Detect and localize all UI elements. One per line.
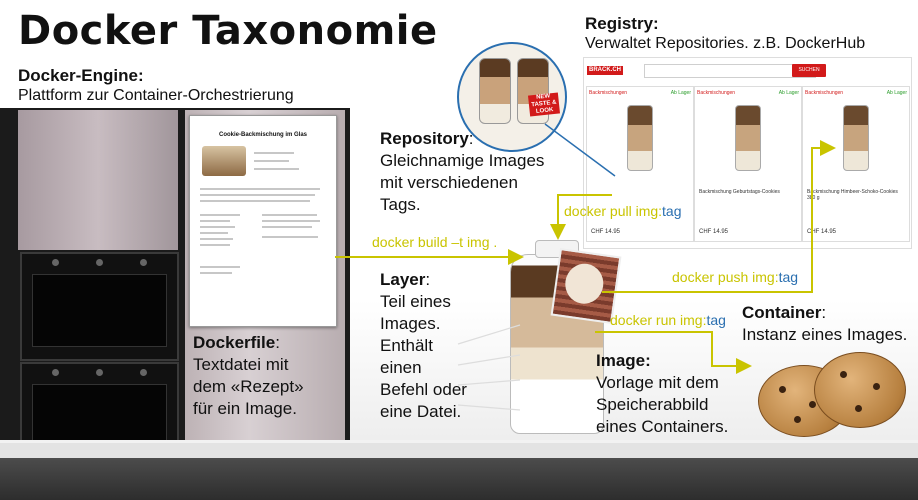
run-arrow [595,331,752,374]
layer-label: Layer: Teil eines Images. Enthält einen … [380,270,467,421]
cmd-build: docker build –t img . [372,234,498,250]
cmd-pull: docker pull img:tag [564,203,682,219]
engine-label: Docker-Engine: Plattform zur Container-O… [18,66,294,104]
repo-jar-1 [479,58,511,124]
registry-label: Registry: Verwaltet Repositories. z.B. D… [585,14,866,52]
cmd-push: docker push img:tag [672,269,799,285]
image-heading: Image: [596,351,651,370]
registry-text: Verwaltet Repositories. z.B. DockerHub [585,35,866,52]
engine-heading: Docker-Engine [18,66,138,85]
cookie-2 [814,352,906,428]
push-arrow [602,140,836,293]
pull-arrow [550,194,612,240]
page-title: Docker Taxonomie [18,8,438,54]
layer-heading: Layer [380,270,426,289]
upper-cabinet [18,110,178,250]
repository-label: Repository: Gleichnamige Images mit vers… [380,129,545,214]
cookies [748,350,908,440]
shop-logo: BRACK.CH [587,66,623,75]
dockerfile-heading: Dockerfile [193,333,276,352]
product-card-3[interactable]: Backmischungen Ab Lager Backmischung Him… [802,86,910,242]
oven-upper [20,252,179,361]
lower-cabinet [0,458,918,500]
shop-search-button[interactable]: SUCHEN [792,64,826,77]
countertop [0,440,918,461]
engine-text: Plattform zur Container-Orchestrierung [18,87,294,104]
product-card-1[interactable]: Backmischungen Ab Lager CHF 14.95 [586,86,694,242]
image-label: Image: Vorlage mit dem Speicherabbild ei… [596,351,729,436]
doc-photo [202,146,246,176]
repository-magnifier: NEW TASTE & LOOK [457,42,567,152]
dockerfile-document: Cookie-Backmischung im Glas [189,115,337,327]
registry-heading: Registry [585,14,654,33]
product-image [843,105,869,171]
product-image [735,105,761,171]
container-heading: Container [742,303,822,322]
magnifier-pointer [544,123,616,177]
cmd-run: docker run img:tag [610,312,726,328]
container-label: Container: Instanz eines Images. [742,303,908,344]
repository-heading: Repository [380,129,469,148]
dockerfile-label: Dockerfile: Textdatei mit dem «Rezept» f… [193,333,304,418]
doc-title: Cookie-Backmischung im Glas [218,132,308,138]
product-card-2[interactable]: Backmischungen Ab Lager Backmischung Geb… [694,86,802,242]
registry-screenshot: BRACK.CH SUCHEN Backmischungen Ab Lager … [583,57,912,249]
product-image [627,105,653,171]
